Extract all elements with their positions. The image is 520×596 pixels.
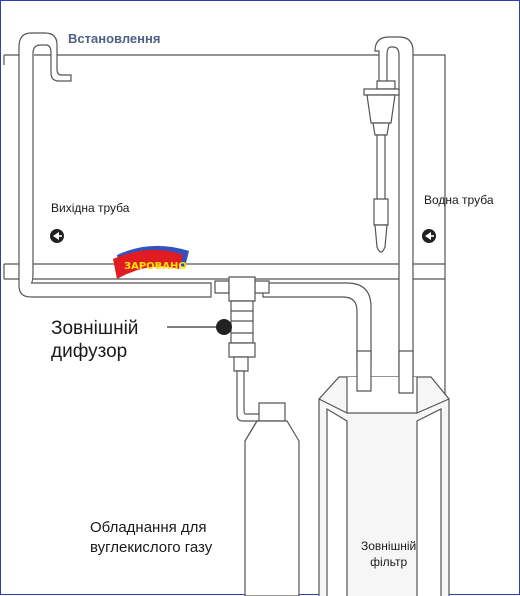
filter-label: Зовнішній фільтр (361, 538, 416, 570)
diffuser-dot-icon (216, 319, 232, 335)
diffuser-label-line1: Зовнішній (51, 318, 139, 339)
diffuser-label-line2: дифузор (51, 341, 128, 362)
water-pipe (363, 36, 414, 392)
arrow-left-icon (422, 229, 436, 243)
diffuser-body (214, 276, 270, 372)
co2-label-line1: Обладнання для (90, 519, 207, 536)
water-pipe-label: Водна труба (424, 193, 494, 207)
outlet-pipe-label: Вихідна труба (51, 201, 130, 215)
filter-label-line2: фільтр (370, 555, 408, 569)
diffuser-label: Зовнішній дифузор (51, 317, 138, 363)
logo-text: ЗАРОВАНО (124, 261, 187, 272)
co2-cylinder (244, 402, 300, 596)
filter-canister (318, 376, 450, 596)
co2-label: Обладнання для вуглекислого газу (90, 518, 212, 558)
tank-ledge (4, 263, 445, 280)
filter-label-line1: Зовнішній (361, 539, 417, 553)
outlet-pipe (18, 32, 372, 362)
page-title: Встановлення (68, 31, 161, 46)
logo: ЗАРОВАНО (113, 245, 189, 279)
co2-label-line2: вуглекислого газу (90, 539, 213, 556)
arrow-left-icon (50, 229, 64, 243)
